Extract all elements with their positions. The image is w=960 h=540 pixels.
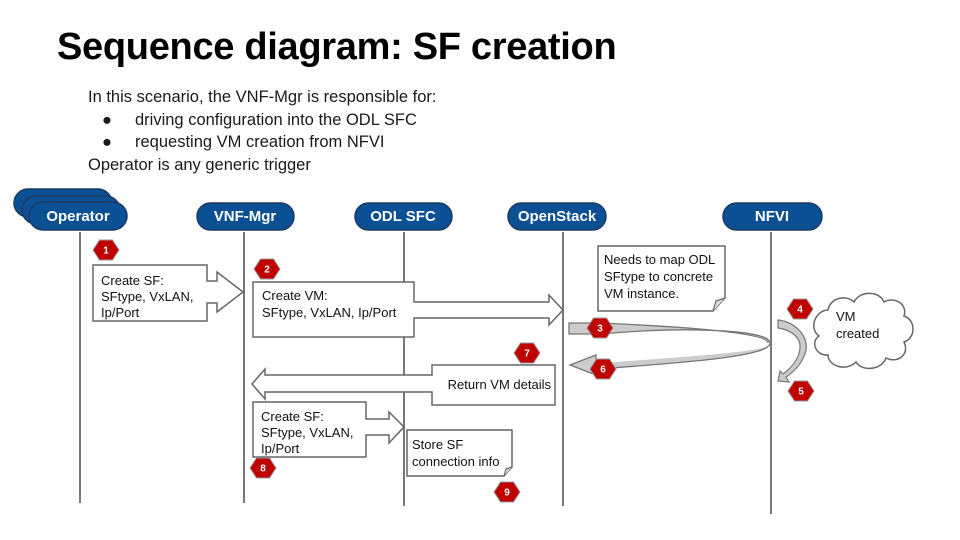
- note-fold-icon: [712, 297, 726, 312]
- step-badge-6: 6: [589, 358, 617, 380]
- message-7-return-vm-details: Return VM details: [251, 364, 556, 406]
- message-label: Create VM: SFtype, VxLAN, Ip/Port: [262, 288, 397, 320]
- note-label: Needs to map ODL SFtype to concrete VM i…: [604, 252, 718, 301]
- step-number: 2: [264, 265, 270, 276]
- step-badge-4: 4: [786, 298, 814, 320]
- lifelines: [79, 232, 772, 514]
- note-fold-icon: [503, 466, 513, 477]
- loop-arrow-shape: [777, 319, 807, 383]
- note-openstack: Needs to map ODL SFtype to concrete VM i…: [597, 245, 726, 312]
- intro-line: Operator is any generic trigger: [88, 155, 311, 174]
- cloud-vm-created: VM created: [813, 292, 914, 370]
- hexagon-icon: [786, 298, 814, 320]
- hexagon-icon: [787, 380, 815, 402]
- actor-label: Operator: [46, 208, 110, 225]
- intro-line: In this scenario, the VNF-Mgr is respons…: [88, 88, 437, 106]
- intro-bullet: ● requesting VM creation from NFVI: [88, 131, 436, 154]
- hexagon-icon: [253, 258, 281, 280]
- hexagon-icon: [586, 317, 614, 339]
- step-badge-9: 9: [493, 481, 521, 503]
- step-badge-1: 1: [92, 239, 120, 261]
- message-label: Create SF: SFtype, VxLAN, Ip/Port: [261, 409, 357, 456]
- step-badge-3: 3: [586, 317, 614, 339]
- actor-box: [354, 202, 453, 231]
- message-8-create-sf: Create SF: SFtype, VxLAN, Ip/Port: [252, 401, 406, 458]
- return-arrow-band: [595, 341, 770, 364]
- step-number: 6: [600, 365, 606, 376]
- hexagon-icon: [249, 457, 277, 479]
- note-odl-sfc: Store SF connection info: [406, 429, 513, 477]
- curved-arrow-openstack-nfvi: [568, 322, 771, 376]
- bullet-text: requesting VM creation from NFVI: [135, 133, 385, 151]
- step-badge-5: 5: [787, 380, 815, 402]
- hexagon-icon: [92, 239, 120, 261]
- message-2-create-vm: Create VM: SFtype, VxLAN, Ip/Port: [252, 281, 565, 338]
- actor-label: NFVI: [755, 208, 789, 225]
- actor-vnf-mgr: VNF-Mgr: [196, 202, 295, 231]
- actor-label: OpenStack: [518, 208, 597, 225]
- page-title: Sequence diagram: SF creation: [57, 26, 617, 68]
- step-number: 9: [504, 488, 510, 499]
- hexagon-icon: [493, 481, 521, 503]
- actor-label: ODL SFC: [370, 208, 436, 225]
- hexagon-icon: [589, 358, 617, 380]
- block-arrow: [252, 401, 406, 458]
- actor-label: VNF-Mgr: [214, 208, 277, 225]
- step-badges: 1 2 3 4 5 6 7 8 9: [92, 239, 815, 503]
- step-badge-8: 8: [249, 457, 277, 479]
- block-arrow: [252, 281, 565, 338]
- step-badge-2: 2: [253, 258, 281, 280]
- bullet-dot-icon: ●: [102, 110, 112, 129]
- message-label: Return VM details: [448, 377, 552, 392]
- intro-bullet: ● driving configuration into the ODL SFC: [88, 109, 436, 132]
- actor-box: [28, 201, 128, 231]
- actor-nfvi: NFVI: [722, 202, 823, 231]
- step-number: 4: [797, 305, 803, 316]
- message-1-create-sf: Create SF: SFtype, VxLAN, Ip/Port: [92, 264, 245, 322]
- actor-box: [722, 202, 823, 231]
- message-label: Create SF: SFtype, VxLAN, Ip/Port: [101, 273, 197, 320]
- step-badge-7: 7: [513, 342, 541, 364]
- step-number: 5: [798, 387, 804, 398]
- block-arrow: [251, 364, 556, 406]
- step-number: 1: [103, 246, 109, 257]
- actor-box: [196, 202, 295, 231]
- intro-text: In this scenario, the VNF-Mgr is respons…: [88, 86, 436, 176]
- actor-odl-sfc: ODL SFC: [354, 202, 453, 231]
- curved-arrow-shape: [568, 322, 771, 376]
- cloud-shape: [813, 292, 914, 370]
- actor-box: [507, 202, 607, 231]
- actor-operator: Operator: [13, 188, 128, 231]
- self-loop-nfvi: [777, 319, 807, 383]
- actor-openstack: OpenStack: [507, 202, 607, 231]
- step-number: 8: [260, 464, 266, 475]
- step-number: 7: [524, 349, 530, 360]
- cloud-label: VM created: [836, 309, 879, 341]
- hexagon-icon: [513, 342, 541, 364]
- note-label: Store SF connection info: [412, 437, 499, 469]
- step-number: 3: [597, 324, 603, 335]
- bullet-dot-icon: ●: [102, 133, 112, 151]
- bullet-text: driving configuration into the ODL SFC: [135, 110, 417, 129]
- block-arrow: [92, 264, 245, 322]
